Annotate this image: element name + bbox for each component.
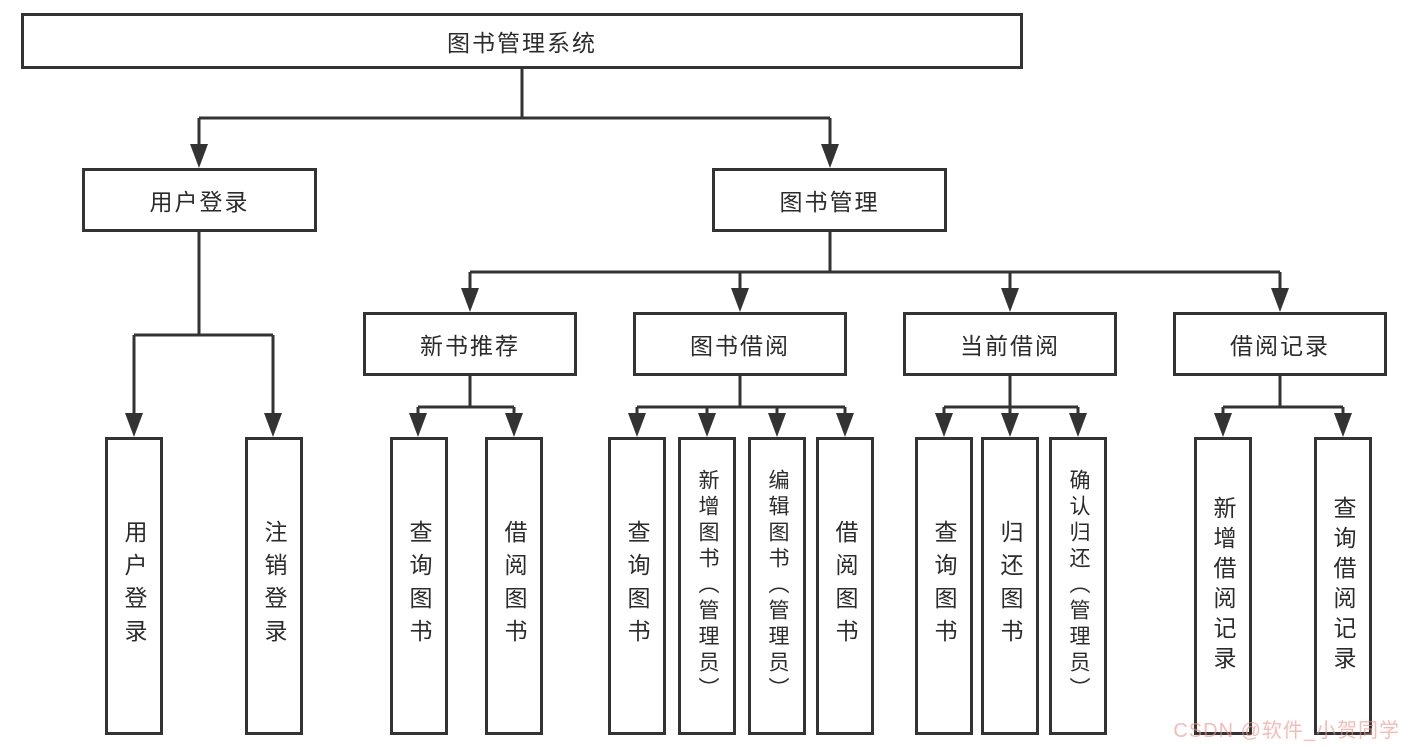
leaf-borrow-books-recommend: 借阅图书 — [485, 437, 543, 735]
leaf-borrow-books-borrowing: 借阅图书 — [816, 437, 874, 735]
branch-user-login — [125, 232, 282, 437]
leaf-query-books-borrowing: 查询图书 — [608, 437, 666, 735]
arrow-down-icon — [409, 413, 427, 437]
leaf-query-borrow-record: 查询借阅记录 — [1314, 437, 1372, 735]
node-book-management: 图书管理 — [712, 168, 947, 232]
arrow-down-icon — [628, 413, 646, 437]
arrow-down-icon — [731, 288, 749, 312]
arrow-down-icon — [1001, 413, 1019, 437]
branch-root-to-level2 — [190, 69, 839, 168]
branch-current — [935, 376, 1087, 437]
arrow-down-icon — [768, 413, 786, 437]
arrow-down-icon — [1214, 413, 1232, 437]
leaf-confirm-return-admin: 确认归还（管理员） — [1049, 437, 1107, 735]
arrow-down-icon — [190, 144, 208, 168]
arrow-down-icon — [821, 144, 839, 168]
branch-borrowing — [628, 376, 854, 437]
leaf-user-login: 用户登录 — [105, 437, 163, 735]
arrow-down-icon — [264, 413, 282, 437]
node-borrow-records: 借阅记录 — [1173, 312, 1387, 376]
node-book-borrowing: 图书借阅 — [633, 312, 847, 376]
arrow-down-icon — [461, 288, 479, 312]
arrow-down-icon — [836, 413, 854, 437]
branch-new-books — [409, 376, 523, 437]
leaf-query-books-recommend: 查询图书 — [390, 437, 448, 735]
node-new-book-recommend: 新书推荐 — [363, 312, 577, 376]
branch-records — [1214, 376, 1352, 437]
arrow-down-icon — [1334, 413, 1352, 437]
branch-book-mgmt-to-level3 — [461, 232, 1289, 312]
arrow-down-icon — [125, 413, 143, 437]
arrow-down-icon — [1271, 288, 1289, 312]
arrow-down-icon — [698, 413, 716, 437]
leaf-logout: 注销登录 — [245, 437, 303, 735]
leaf-edit-book-admin: 编辑图书（管理员） — [748, 437, 806, 735]
leaf-return-book: 归还图书 — [981, 437, 1039, 735]
watermark: CSDN @软件_小贺同学 — [1173, 720, 1400, 742]
node-user-login: 用户登录 — [82, 168, 317, 232]
node-current-borrowing: 当前借阅 — [903, 312, 1117, 376]
arrow-down-icon — [1069, 413, 1087, 437]
arrow-down-icon — [935, 413, 953, 437]
leaf-add-borrow-record: 新增借阅记录 — [1194, 437, 1252, 735]
leaf-add-book-admin: 新增图书（管理员） — [678, 437, 736, 735]
leaf-query-books-current: 查询图书 — [915, 437, 973, 735]
arrow-down-icon — [1001, 288, 1019, 312]
arrow-down-icon — [505, 413, 523, 437]
node-library-system-root: 图书管理系统 — [21, 13, 1023, 69]
